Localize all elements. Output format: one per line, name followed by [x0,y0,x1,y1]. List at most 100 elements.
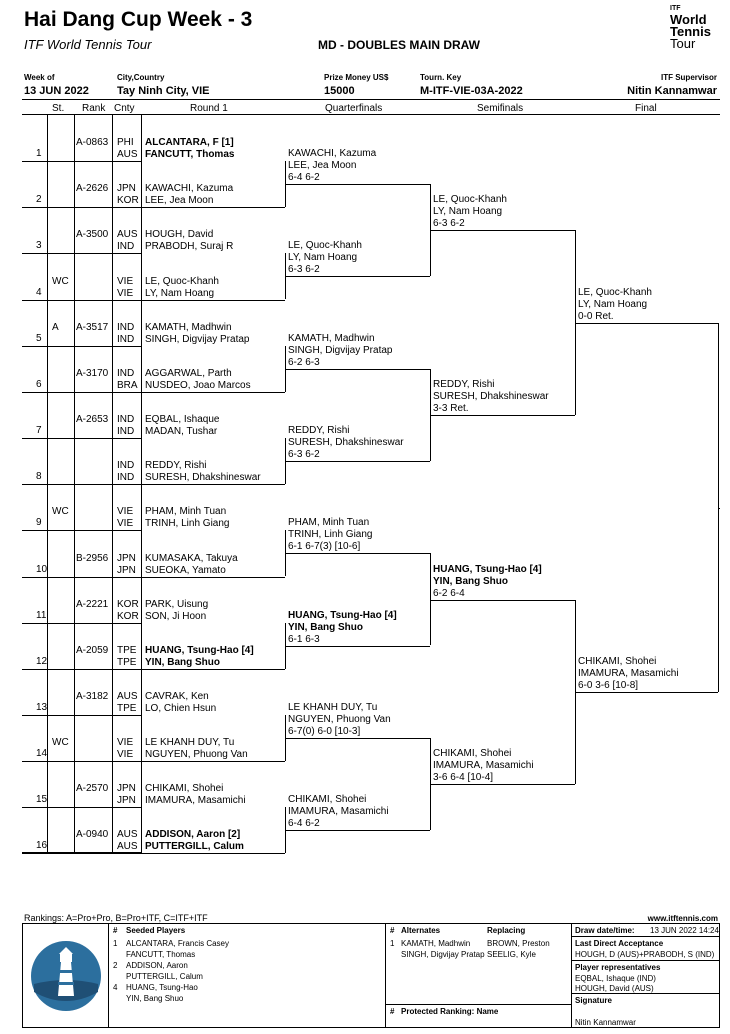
qf-connector [430,553,431,645]
draw-date-value: 13 JUN 2022 14:24 [650,926,719,935]
grid-bottom-line [22,852,141,854]
entry-player: SUEOKA, Yamato [145,565,226,576]
protected-hash: # [390,1007,395,1016]
seed-player: ALCANTARA, Francis Casey [126,939,229,948]
qf-score: 6-3 6-2 [288,449,320,460]
final-score: 0-0 Ret. [578,311,614,322]
qf-player: NGUYEN, Phuong Van [288,714,391,725]
qf-player: KAMATH, Madhwin [288,333,375,344]
entry-country: IND [117,322,135,333]
entry-player: SURESH, Dhakshineswar [145,472,261,483]
seeded-hash: # [113,926,118,935]
entry-player: IMAMURA, Masamichi [145,795,246,806]
alternate-player: KAMATH, Madhwin [401,939,471,948]
website-link[interactable]: www.itftennis.com [647,914,718,923]
col-quarterfinals: Quarterfinals [325,103,383,114]
qf-score: 6-4 6-2 [288,172,320,183]
entry-country: VIE [117,749,134,760]
entry-bottom-line [22,577,285,578]
week-value: 13 JUN 2022 [24,85,89,97]
qf-player: KAWACHI, Kazuma [288,148,377,159]
entry-rank: A-2221 [76,599,109,610]
qf-score: 6-3 6-2 [288,264,320,275]
entry-country: AUS [117,691,138,702]
draw-number: 16 [36,840,48,851]
lighthouse-emblem-icon [31,941,101,1011]
qf-score: 6-4 6-2 [288,818,320,829]
entry-player: NUSDEO, Joao Marcos [145,380,251,391]
sf-score: 3-6 6-4 [10-4] [433,772,494,783]
entry-player: HUANG, Tsung-Hao [4] [145,645,254,656]
entry-status: WC [52,506,69,517]
rep-2: HOUGH, David (AUS) [575,984,654,993]
sf-line [430,784,575,785]
seed-number: 2 [113,961,118,970]
draw-number: 2 [36,194,42,205]
entry-country: KOR [117,611,139,622]
logo-line3: Tour [670,36,696,51]
entry-country: AUS [117,149,138,160]
entry-player: PARK, Uisung [145,599,209,610]
final-player: LE, Quoc-Khanh [578,287,652,298]
qf-score: 6-2 6-3 [288,357,320,368]
draw-number: 8 [36,471,42,482]
entry-rank: A-2570 [76,783,109,794]
draw-date-divider [571,936,720,937]
footer-divider-2 [385,923,386,1028]
entry-rank: A-3500 [76,229,109,240]
supervisor-value: Nitin Kannamwar [627,85,717,97]
qf-player: LE KHANH DUY, Tu [288,702,378,713]
qf-player: CHIKAMI, Shohei [288,794,367,805]
draw-number: 4 [36,287,42,298]
final-connector [718,323,719,692]
qf-line [285,738,430,739]
qf-player: SURESH, Dhakshineswar [288,437,404,448]
sf-player: SURESH, Dhakshineswar [433,391,549,402]
entry-player: PUTTERGILL, Calum [145,841,244,852]
entry-bottom-line [22,438,141,439]
entry-country: KOR [117,599,139,610]
entry-player: KUMASAKA, Takuya [145,553,238,564]
tourn-key-label: Tourn. Key [420,73,462,82]
draw-number: 14 [36,748,48,759]
entry-player: LE KHANH DUY, Tu [145,737,235,748]
signature-label: Signature [575,996,612,1005]
footer-box [22,923,720,1028]
entry-rank: A-2059 [76,645,109,656]
entry-country: JPN [117,553,136,564]
draw-number: 5 [36,333,42,344]
qf-line [285,369,430,370]
entry-player: SINGH, Digvijay Pratap [145,334,250,345]
entry-player: SON, Ji Hoon [145,611,207,622]
draw-date-label: Draw date/time: [575,926,635,935]
entry-player: ADDISON, Aaron [2] [145,829,241,840]
col-final: Final [635,103,657,114]
seed-player: HUANG, Tsung-Hao [126,983,198,992]
entry-rank: A-2626 [76,183,109,194]
draw-number: 3 [36,240,42,251]
entry-country: TPE [117,657,137,668]
replaced-partner: SEELIG, Kyle [487,950,536,959]
entry-player: PHAM, Minh Tuan [145,506,227,517]
lda-value: HOUGH, D (AUS)+PRABODH, S (IND) [575,950,715,959]
entry-player: LE, Quoc-Khanh [145,276,219,287]
entry-player: LY, Nam Hoang [145,288,215,299]
signature-value: Nitin Kannamwar [575,1018,636,1027]
entry-country: AUS [117,841,138,852]
entry-player: LEE, Jea Moon [145,195,214,206]
entry-bottom-line [22,853,285,854]
entry-country: VIE [117,506,134,517]
sf-player: YIN, Bang Shuo [433,576,508,587]
alternates-hash: # [390,926,395,935]
reps-label: Player representatives [575,963,661,972]
replaced-player: BROWN, Preston [487,939,550,948]
entry-bottom-line [22,669,285,670]
entry-bottom-line [22,715,141,716]
sf-score: 6-3 6-2 [433,218,465,229]
entry-country: AUS [117,829,138,840]
seeded-title: Seeded Players [126,926,186,935]
seed-partner: YIN, Bang Shuo [126,994,184,1003]
entry-player: NGUYEN, Phuong Van [145,749,248,760]
entry-country: IND [117,460,135,471]
qf-player: HUANG, Tsung-Hao [4] [288,610,397,621]
